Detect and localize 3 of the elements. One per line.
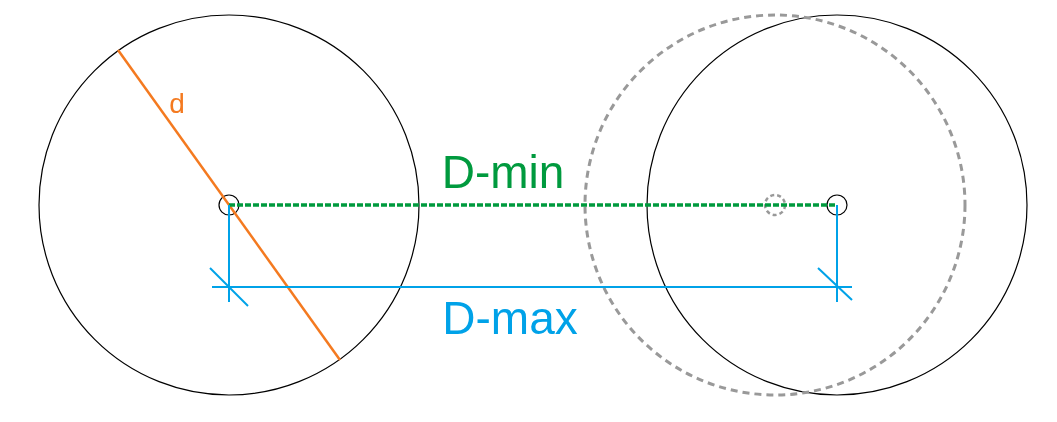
dimension-label: D-max xyxy=(442,295,578,341)
dimension-label: d xyxy=(169,90,185,118)
dimension-label: D-min xyxy=(441,149,565,195)
